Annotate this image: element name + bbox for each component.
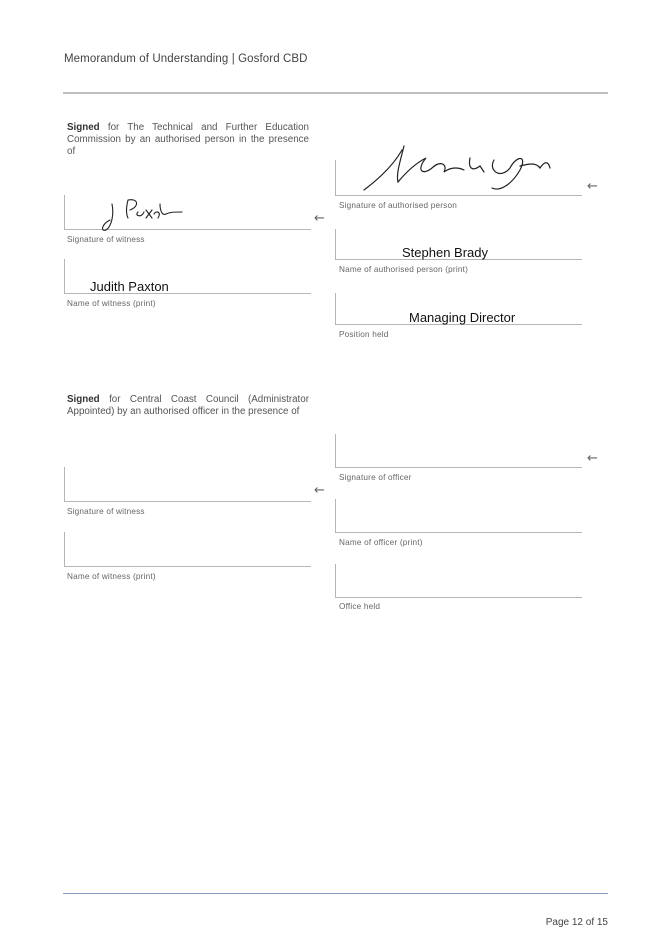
page-number: Page 12 of 15 [545,917,608,928]
office-held-label: Office held [339,602,381,611]
header-divider [63,92,608,94]
authorised-person-name-label: Name of authorised person (print) [339,265,469,274]
signing-clause-text: for The Technical and Further Education … [67,122,309,157]
officer-signature-field[interactable] [335,434,582,468]
witness-signature-image [101,199,183,231]
arrow-left-icon: ← [314,211,325,226]
office-held-field[interactable] [335,564,582,598]
authorised-person-name-value: Stephen Brady [402,245,489,260]
witness-signature-field[interactable] [64,467,311,502]
signing-clause-text: for Central Coast Council (Administrator… [67,394,309,417]
arrow-left-icon: ← [587,179,598,194]
position-held-value: Managing Director [409,310,516,325]
arrow-left-icon: ← [314,483,325,498]
officer-name-label: Name of officer (print) [339,538,423,547]
witness-signature-label: Signature of witness [67,507,145,516]
signed-bold: Signed [67,394,100,405]
authorised-person-name-field[interactable] [335,229,582,260]
signed-bold: Signed [67,122,100,133]
document-header-title: Memorandum of Understanding | Gosford CB… [64,53,308,65]
witness-signature-label: Signature of witness [67,235,145,244]
arrow-left-icon: ← [587,451,598,466]
witness-signature-field[interactable] [64,195,311,230]
witness-name-field[interactable] [64,259,311,294]
signing-clause-tafe: Signed for The Technical and Further Edu… [67,122,309,158]
witness-name-label: Name of witness (print) [67,299,156,308]
signing-clause-council: Signed for Central Coast Council (Admini… [67,394,309,418]
witness-name-value: Judith Paxton [90,279,169,294]
position-held-field[interactable] [335,293,582,325]
authorised-person-signature-image [363,145,551,191]
witness-name-label: Name of witness (print) [67,572,156,581]
position-held-label: Position held [339,330,389,339]
officer-signature-label: Signature of officer [339,473,412,482]
authorised-person-signature-label: Signature of authorised person [339,201,457,210]
authorised-person-signature-field[interactable] [335,160,582,196]
witness-name-field[interactable] [64,532,311,567]
footer-divider [63,893,608,894]
officer-name-field[interactable] [335,499,582,533]
